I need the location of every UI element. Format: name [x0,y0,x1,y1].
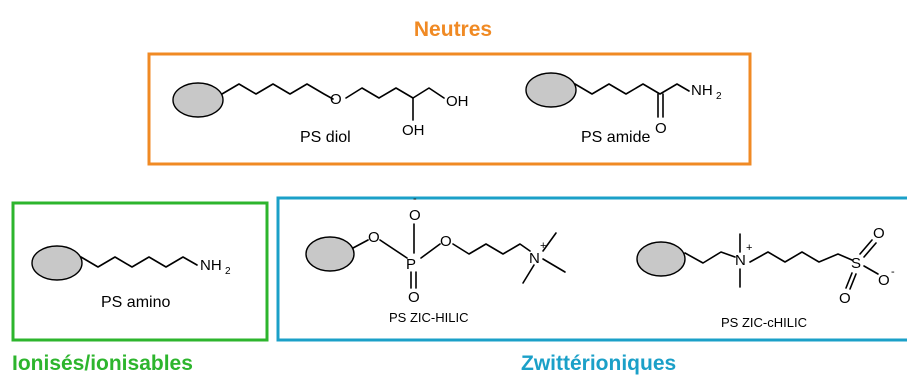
zwitterionic-title: Zwittérioniques [521,352,676,375]
amino-subscript: 2 [225,266,231,277]
polymer-bead [525,72,577,108]
zicc-so-double-2b [849,273,857,290]
ionic-title: Ionisés/ionisables [12,352,193,375]
zic-bond [352,239,369,249]
diol-chain-2 [345,87,445,99]
diol-ether-oxygen: O [330,91,342,108]
zic-bond [379,239,408,259]
zic-oxygen-2: O [440,233,452,250]
zicc-so-double-2 [845,272,853,289]
ps-diol-label: PS diol [300,129,351,146]
zicc-quaternary-nitrogen: N [735,252,746,269]
diol-hydroxyl-1: OH [446,93,469,110]
polymer-bead [172,82,224,118]
ionic-box [11,201,269,342]
zic-oxygen-1: O [368,229,380,246]
polymer-bead [305,236,355,272]
zic-bond [420,243,441,259]
amide-nitrogen: NH [691,82,713,99]
amino-chain [80,256,198,268]
ps-amino-structure: NH 2 PS amino [31,245,231,311]
amide-subscript: 2 [716,91,722,102]
amide-chain [574,83,690,95]
zic-methyl [542,258,566,273]
neutral-title: Neutres [414,18,492,41]
zicc-chain-2 [749,251,853,263]
zicc-sulfur: S [851,255,861,272]
polymer-bead [636,241,686,277]
zic-oxygen-anion: O [409,207,421,224]
diol-chain [221,83,334,100]
zic-plus-charge: + [540,240,546,252]
zicc-oxygen-2: O [839,290,851,307]
zic-chain [452,243,531,255]
zicc-chain [684,251,736,264]
zicc-oxygen-1: O [873,225,885,242]
ps-amino-label: PS amino [101,294,170,311]
amino-nitrogen: NH [200,257,222,274]
diol-hydroxyl-2: OH [402,122,425,139]
ps-zic-chilic-structure: N + S O O O - PS ZIC-cHILIC [636,225,895,330]
zic-phosphorus: P [406,256,416,273]
zic-oxygen-double: O [408,289,420,306]
ps-amide-structure: O NH 2 PS amide [525,72,722,146]
polymer-bead [31,245,83,281]
ps-zic-hilic-label: PS ZIC-HILIC [389,310,468,325]
zic-methyl [542,232,557,252]
zicc-so-double-1b [863,242,877,258]
neutral-box [147,52,752,166]
zicc-plus-charge: + [746,242,752,254]
zwitterionic-box [276,196,907,342]
amide-oxygen: O [655,120,667,137]
zic-minus-charge: - [413,193,417,205]
zicc-oxygen-anion: O [878,272,890,289]
zicc-minus-charge: - [891,266,895,278]
zicc-so-double-1 [859,239,873,255]
ps-zic-chilic-label: PS ZIC-cHILIC [721,315,807,330]
ps-zic-hilic-structure: O P O - O O N + PS ZIC-HILIC [305,193,566,325]
ps-amide-label: PS amide [581,129,650,146]
zicc-so-single [863,265,879,275]
zic-quaternary-nitrogen: N [529,250,540,267]
zic-methyl [522,264,535,284]
ps-diol-structure: O OH OH PS diol [172,82,469,146]
